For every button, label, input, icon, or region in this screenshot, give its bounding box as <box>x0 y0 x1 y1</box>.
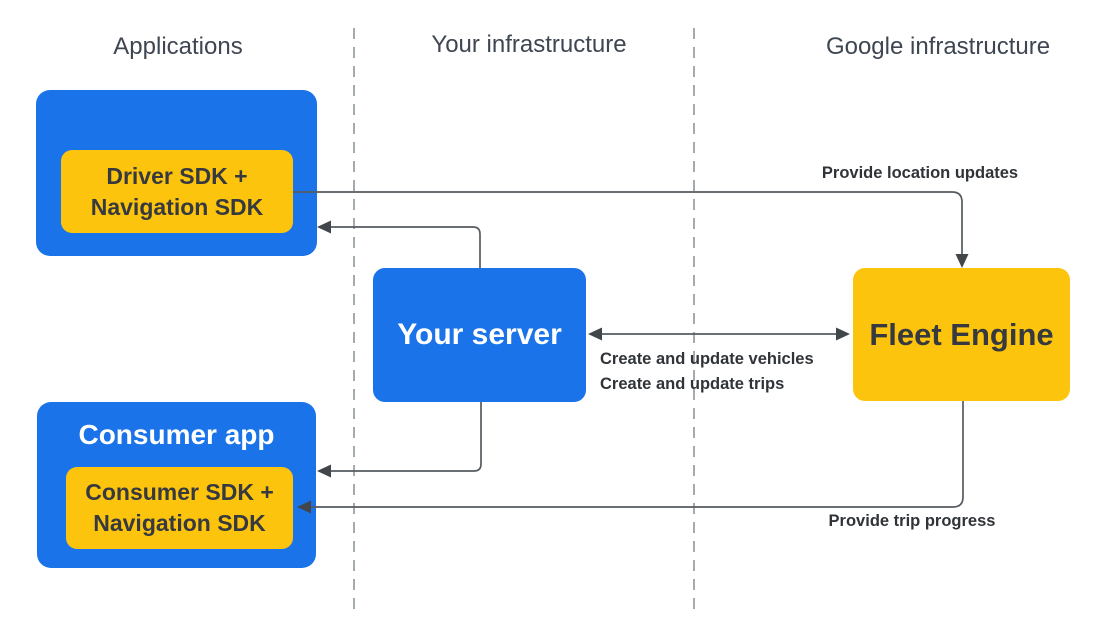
edge-label-create-update-trips: Create and update trips <box>600 375 785 393</box>
consumer-sdk-label-line1: Consumer SDK + <box>85 479 274 505</box>
consumer-sdk-label-line2: Navigation SDK <box>93 510 266 536</box>
edge-fleet-engine-to-consumer-sdk <box>302 401 964 508</box>
column-header-your-infrastructure: Your infrastructure <box>431 31 627 58</box>
edge-server-to-driver-app <box>322 226 481 268</box>
arrowhead-into-your-server <box>588 327 602 341</box>
edge-label-provide-location-updates: Provide location updates <box>821 164 1019 182</box>
driver-sdk-label-line1: Driver SDK + <box>106 162 248 189</box>
column-header-applications: Applications <box>113 33 243 60</box>
arrowhead-into-fleet-engine-top <box>955 254 969 268</box>
column-header-google-infrastructure: Google infrastructure <box>825 33 1051 60</box>
your-server-node: Your server <box>373 268 586 402</box>
edge-driver-sdk-to-fleet-engine <box>293 191 963 255</box>
arrowhead-into-consumer-app <box>317 464 331 478</box>
consumer-sdk-node: Consumer SDK + Navigation SDK <box>66 467 293 549</box>
column-divider-left <box>353 28 355 612</box>
edge-label-provide-trip-progress: Provide trip progress <box>828 512 996 530</box>
edge-label-create-update: Create and update vehicles Create and up… <box>600 347 814 397</box>
fleet-engine-node: Fleet Engine <box>853 268 1070 401</box>
your-server-label: Your server <box>397 318 562 351</box>
arrowhead-into-fleet-engine-left <box>836 327 850 341</box>
driver-sdk-node: Driver SDK + Navigation SDK <box>61 150 293 233</box>
fleet-engine-label: Fleet Engine <box>869 316 1054 352</box>
column-divider-right <box>693 28 695 612</box>
arrowhead-into-driver-app <box>317 220 331 234</box>
driver-sdk-label-line2: Navigation SDK <box>90 193 264 220</box>
edge-label-create-update-vehicles: Create and update vehicles <box>600 350 814 368</box>
edge-server-to-consumer-app <box>322 402 482 472</box>
consumer-app-label: Consumer app <box>78 419 275 450</box>
